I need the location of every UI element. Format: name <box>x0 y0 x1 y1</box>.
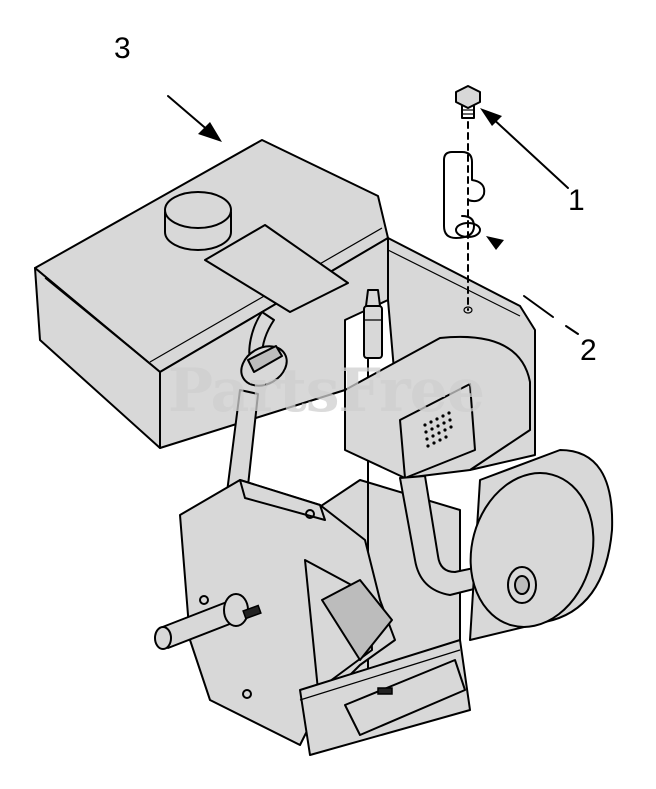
callout-1: 1 <box>568 184 585 217</box>
leader-line-2 <box>486 236 579 335</box>
bolt <box>455 85 481 119</box>
leader-line-1 <box>480 108 569 189</box>
clip-bracket <box>443 151 486 239</box>
recoil-starter <box>469 449 614 641</box>
muffler <box>344 336 531 479</box>
gearbox-housing <box>179 479 471 756</box>
output-shaft <box>154 593 262 650</box>
fuel-line <box>225 311 275 505</box>
leader-line-3 <box>167 95 222 142</box>
primer-knob <box>240 345 288 387</box>
watermark: PartsFree <box>168 356 485 426</box>
callout-2: 2 <box>580 334 597 367</box>
engine-base <box>344 659 466 736</box>
mounting-hole <box>463 306 473 314</box>
spark-plug <box>363 289 383 359</box>
fuel-cap <box>164 191 232 251</box>
muffler-vent-holes <box>423 411 453 448</box>
heat-shield <box>204 224 349 313</box>
callout-3: 3 <box>114 32 131 65</box>
